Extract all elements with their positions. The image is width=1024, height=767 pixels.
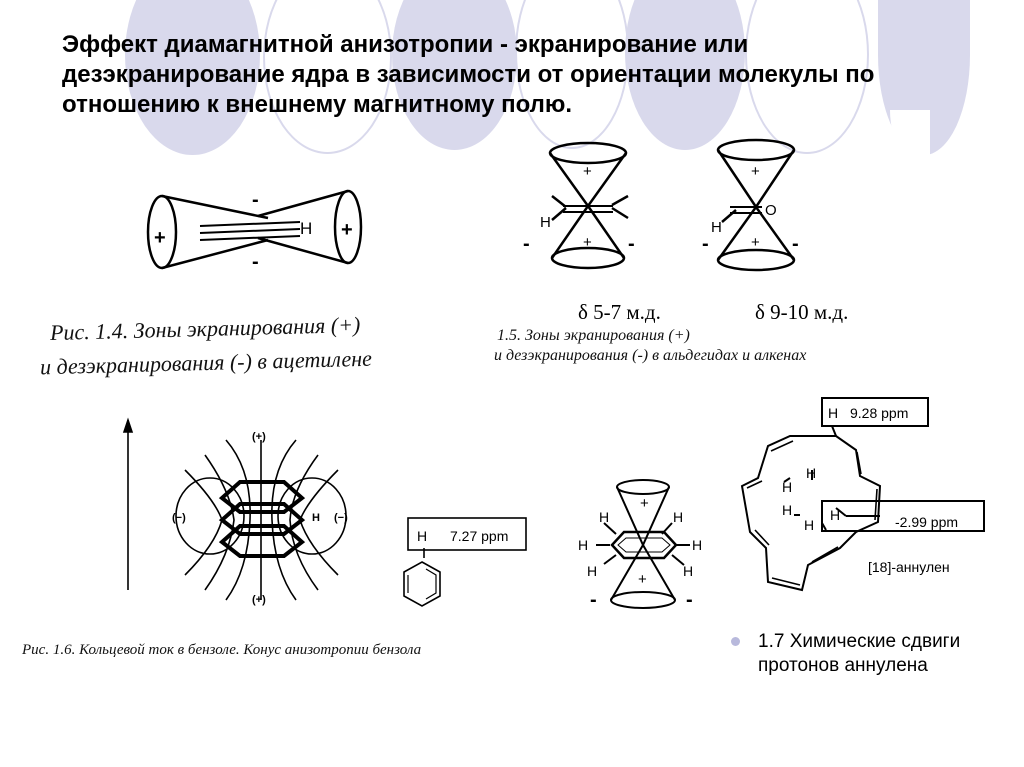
alkene-plus-top: + <box>583 163 592 180</box>
ring-current-plus-bottom: (+) <box>252 594 266 606</box>
benzene-ring-current <box>122 417 347 601</box>
bullet-dot <box>731 637 740 646</box>
ring-current-minus-left: (−) <box>172 512 186 524</box>
acetylene-minus-bottom: - <box>252 251 259 273</box>
annulene-inner-h-1: H <box>806 465 816 481</box>
annulene-diagram <box>740 397 985 592</box>
benzene-cone-h-3: H <box>578 537 588 553</box>
aldehyde-minus-right: - <box>792 233 799 255</box>
acetylene-minus-top: - <box>252 189 259 211</box>
benzene-caption: Рис. 1.6. Кольцевой ток в бензоле. Конус… <box>22 642 422 658</box>
slide-title: Эффект диамагнитной анизотропии - экрани… <box>62 31 875 118</box>
annulene-name: [18]-аннулен <box>868 559 950 575</box>
decor-circle-3 <box>392 0 517 150</box>
annulene-inner-h-2: H <box>782 479 792 495</box>
alkene-minus-right: - <box>628 233 635 255</box>
aldehyde-diagram <box>716 138 796 272</box>
alkene-minus-left: - <box>523 233 530 255</box>
acetylene-plus-left: + <box>154 227 166 249</box>
benzene-ppm-box <box>403 517 527 607</box>
benzene-cone <box>596 479 690 609</box>
ring-current-h-label: H <box>312 512 320 524</box>
benzene-cone-h-5: H <box>587 563 597 579</box>
benzene-minus-left: - <box>590 589 597 611</box>
alkene-h-label: H <box>540 214 551 231</box>
decor-circle-5 <box>625 0 745 150</box>
benzene-box-ppm: 7.27 ppm <box>450 528 508 544</box>
annulene-box-h: H <box>828 405 838 421</box>
annulene-inner-h-4: H <box>804 517 814 533</box>
annulene-ppm-outer: 9.28 ppm <box>850 405 908 421</box>
aldehyde-plus-bottom: + <box>751 234 760 251</box>
acetylene-plus-right: + <box>341 219 353 241</box>
acetylene-diagram <box>146 189 363 270</box>
aldehyde-o-label: O <box>765 202 777 219</box>
bullet-text: 1.7 Химические сдвиги протонов аннулена <box>758 631 961 676</box>
alkene-shift: δ 5-7 м.д. <box>578 300 661 324</box>
acetylene-h-label: H <box>300 219 312 238</box>
annulene-ppm-inner: -2.99 ppm <box>895 514 958 530</box>
aldehyde-caption-line1: 1.5. Зоны экранирования (+) <box>497 327 690 344</box>
alkene-diagram <box>548 141 629 270</box>
benzene-cone-h-2: H <box>673 509 683 525</box>
ring-current-plus-top: (+) <box>252 431 266 443</box>
annulene-inner-h-3: H <box>782 502 792 518</box>
benzene-cone-h-6: H <box>683 563 693 579</box>
aldehyde-plus-top: + <box>751 163 760 180</box>
benzene-box-h: H <box>417 528 427 544</box>
annulene-box-h-inner: H <box>830 507 840 523</box>
benzene-cone-h-4: H <box>692 537 702 553</box>
aldehyde-caption-line2: и дезэкранирования (-) в альдегидах и ал… <box>494 347 807 364</box>
aldehyde-shift: δ 9-10 м.д. <box>755 300 849 324</box>
benzene-minus-right: - <box>686 589 693 611</box>
benzene-plus-bottom: + <box>638 571 647 588</box>
benzene-plus-top: + <box>640 495 649 512</box>
ring-current-minus-right: (−) <box>334 512 348 524</box>
decor-circle-1 <box>125 0 260 155</box>
aldehyde-minus-left: - <box>702 233 709 255</box>
aldehyde-h-label: H <box>711 219 722 236</box>
benzene-cone-h-1: H <box>599 509 609 525</box>
alkene-plus-bottom: + <box>583 234 592 251</box>
